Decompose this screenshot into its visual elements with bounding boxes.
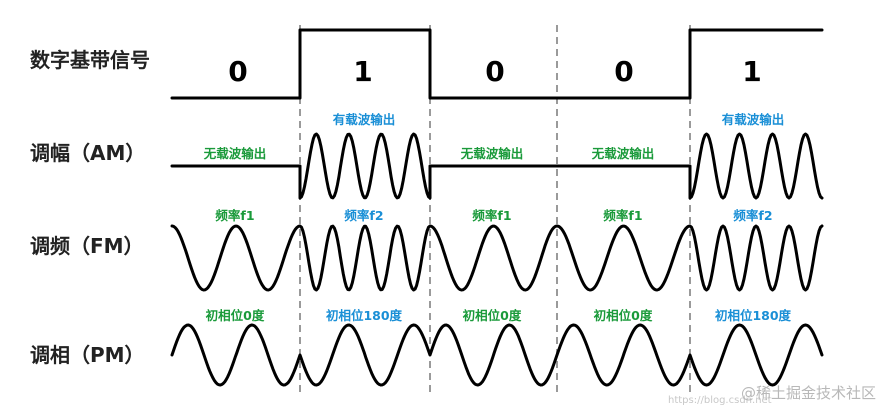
am-annotation: 无载波输出 <box>591 146 655 161</box>
row-label-digital: 数字基带信号 <box>30 48 150 72</box>
am-annotation: 无载波输出 <box>460 146 524 161</box>
pm-annotation: 初相位180度 <box>715 308 792 323</box>
fm-annotation: 频率f2 <box>733 208 772 223</box>
am-annotation: 有载波输出 <box>333 112 396 127</box>
fm-annotation: 频率f2 <box>344 208 383 223</box>
fm-waveform <box>170 224 824 292</box>
bit-value: 1 <box>353 55 372 88</box>
watermark-url: https://blog.csdn.net <box>668 395 772 406</box>
fm-annotation: 频率f1 <box>603 208 642 223</box>
am-annotation: 有载波输出 <box>722 112 785 127</box>
pm-annotation: 初相位180度 <box>326 308 403 323</box>
row-label-pm: 调相（PM） <box>30 343 145 367</box>
fm-annotation: 频率f1 <box>215 208 254 223</box>
row-label-am: 调幅（AM） <box>30 141 145 165</box>
bit-value: 0 <box>614 55 633 88</box>
pm-annotation: 初相位0度 <box>463 308 522 323</box>
row-label-fm: 调频（FM） <box>30 234 144 258</box>
pm-annotation: 初相位0度 <box>206 308 265 323</box>
am-annotation: 无载波输出 <box>203 146 267 161</box>
bit-value: 0 <box>485 55 504 88</box>
fm-annotation: 频率f1 <box>472 208 511 223</box>
pm-annotation: 初相位0度 <box>594 308 653 323</box>
pm-waveform <box>170 323 824 387</box>
digital-baseband-waveform <box>170 28 824 100</box>
am-waveform <box>170 132 824 200</box>
bit-value: 0 <box>228 55 247 88</box>
bit-value: 1 <box>742 55 761 88</box>
watermark: @稀土掘金技术社区 <box>741 384 876 402</box>
